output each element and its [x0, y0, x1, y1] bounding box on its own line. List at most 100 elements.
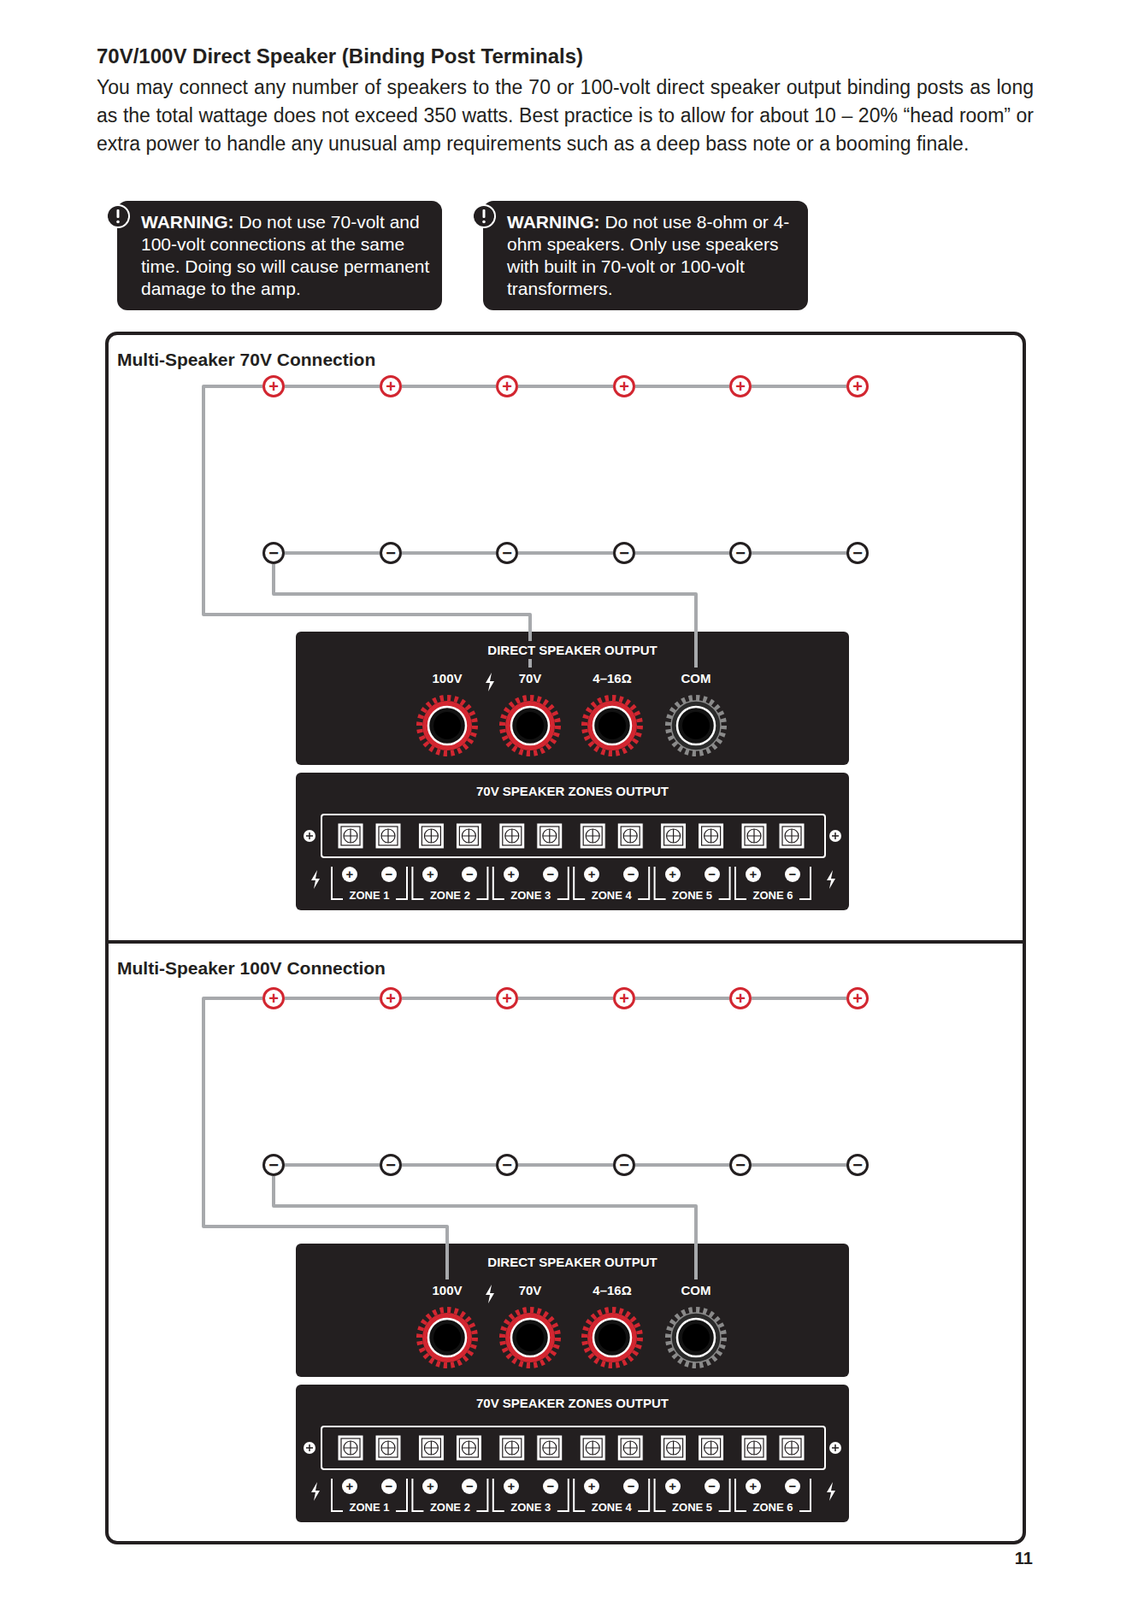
zone-polarity: −: [784, 866, 801, 883]
panel-title: 70V SPEAKER ZONES OUTPUT: [476, 1396, 669, 1411]
terminal-strip-part: [698, 1435, 725, 1462]
terminal-strip-part: [418, 1435, 444, 1462]
terminal-strip-part: [660, 1435, 687, 1462]
zone-polarity: −: [381, 866, 397, 883]
terminal-strip-part: [461, 1441, 476, 1456]
zone-polarity: −: [704, 866, 720, 883]
text-slot: DIRECT SPEAKER OUTPUT: [295, 641, 849, 660]
zone-polarity: −: [461, 866, 478, 883]
terminal-strip-part: [455, 823, 482, 849]
text-slot: 4–16Ω: [576, 1283, 649, 1299]
text-slot: ZONE 1: [343, 1499, 396, 1516]
terminal-sign: −: [268, 544, 279, 562]
terminal-strip-part: [831, 832, 839, 840]
minus-terminal: −: [262, 542, 285, 565]
terminal-strip-part: [502, 826, 522, 846]
plus-terminal: +: [262, 987, 285, 1010]
zone-polarity: −: [542, 1479, 559, 1495]
terminal-strip-part: [744, 1438, 764, 1458]
zone-label: ZONE 5: [672, 1501, 713, 1515]
zone-label: ZONE 3: [510, 889, 551, 903]
binding-post-knob-part: [505, 701, 555, 751]
lightning-bolt: [826, 1482, 836, 1502]
terminal-strip-part: [666, 1441, 681, 1456]
terminal-sign: +: [385, 990, 396, 1008]
speaker-wire: [751, 996, 847, 1001]
terminal-strip-part: [585, 1441, 600, 1456]
minus-terminal: −: [729, 542, 752, 565]
terminal-strip-part: [303, 830, 316, 843]
terminal-strip-part: [303, 1442, 316, 1455]
binding-post-knob-part: [587, 1313, 637, 1363]
plus-terminal: +: [846, 375, 869, 398]
text-slot: ZONE 5: [666, 1499, 719, 1516]
terminal-strip-part: [343, 829, 358, 844]
text-slot: ZONE 6: [747, 1499, 799, 1516]
text-slot: +: [745, 866, 761, 883]
panel-heading: Multi-Speaker 70V Connection: [117, 349, 376, 370]
terminal-strip-part: [424, 829, 438, 844]
terminal-sign: +: [735, 990, 746, 1008]
zone-polarity: −: [461, 1479, 478, 1495]
direct-output-panel: DIRECT SPEAKER OUTPUT100V70V4–16ΩCOM: [295, 1244, 849, 1378]
binding-post-knob-part: [428, 1319, 466, 1357]
post-label: COM: [681, 671, 712, 686]
zone-label: ZONE 3: [510, 1501, 551, 1515]
text-slot: −: [704, 1479, 720, 1495]
minus-terminal: −: [613, 542, 636, 565]
plus-terminal: +: [495, 987, 519, 1010]
terminal-sign: −: [501, 1156, 513, 1174]
terminal-strip-part: [542, 1441, 557, 1456]
zone-polarity: +: [745, 866, 761, 883]
plus-terminal: +: [846, 987, 869, 1010]
terminal-strip-part: [381, 829, 396, 844]
text-slot: 70V SPEAKER ZONES OUTPUT: [295, 784, 849, 800]
zone-output-panel: 70V SPEAKER ZONES OUTPUT+−ZONE 1+−ZONE 2…: [295, 1385, 849, 1523]
terminal-strip-part: [704, 829, 719, 844]
terminal-sign: −: [385, 1156, 396, 1174]
minus-terminal: −: [379, 542, 402, 565]
text-slot: +: [583, 1479, 600, 1495]
binding-post-knob-part: [502, 698, 559, 755]
binding-post: 100V: [411, 1279, 484, 1373]
zone-label: ZONE 2: [430, 889, 471, 903]
binding-post-knob-part: [587, 701, 637, 751]
terminal-strip-part: [461, 1441, 476, 1456]
zone-polarity: +: [745, 1479, 761, 1495]
lightning-bolt: [826, 870, 836, 890]
terminal-strip-part: [698, 823, 725, 849]
text-slot: −: [784, 866, 801, 883]
text-slot: 11: [991, 1549, 1033, 1569]
panel-title: DIRECT SPEAKER OUTPUT: [482, 1253, 662, 1272]
terminal-strip-part: [459, 1438, 478, 1458]
page-heading: 70V/100V Direct Speaker (Binding Post Te…: [96, 44, 584, 68]
terminal-sign: −: [619, 1156, 630, 1174]
text-slot: +: [665, 866, 681, 883]
terminal-strip-part: [381, 829, 396, 844]
terminal-strip-part: [337, 823, 364, 849]
terminal-strip-part: [505, 1441, 519, 1456]
speaker-wire: [751, 1163, 847, 1168]
terminal-strip-part: [461, 829, 476, 844]
zone-polarity: +: [341, 1479, 358, 1495]
binding-post: 70V: [494, 667, 566, 761]
speaker-wire: [284, 996, 380, 1001]
terminal-strip-part: [424, 1441, 438, 1456]
zone-polarity: +: [503, 866, 519, 883]
binding-post-knob-part: [511, 1319, 549, 1357]
speaker-wire: [751, 384, 847, 389]
speaker-wire: [635, 996, 730, 1001]
panel-title: 70V SPEAKER ZONES OUTPUT: [476, 784, 669, 799]
zone-polarity: −: [623, 1479, 639, 1495]
text-slot: ZONE 6: [747, 887, 799, 903]
terminal-strip-part: [421, 826, 441, 846]
terminal-sign: +: [735, 377, 746, 396]
terminal-strip-part: [784, 829, 799, 844]
zone-polarity: −: [623, 866, 639, 883]
lightning-bolt: [485, 1285, 495, 1304]
terminal-strip-part: [778, 823, 805, 849]
text-slot: −: [784, 1479, 801, 1495]
binding-post-knob-part: [671, 1313, 721, 1363]
text-slot: +: [665, 1479, 681, 1495]
speaker-wire: [401, 1163, 496, 1168]
